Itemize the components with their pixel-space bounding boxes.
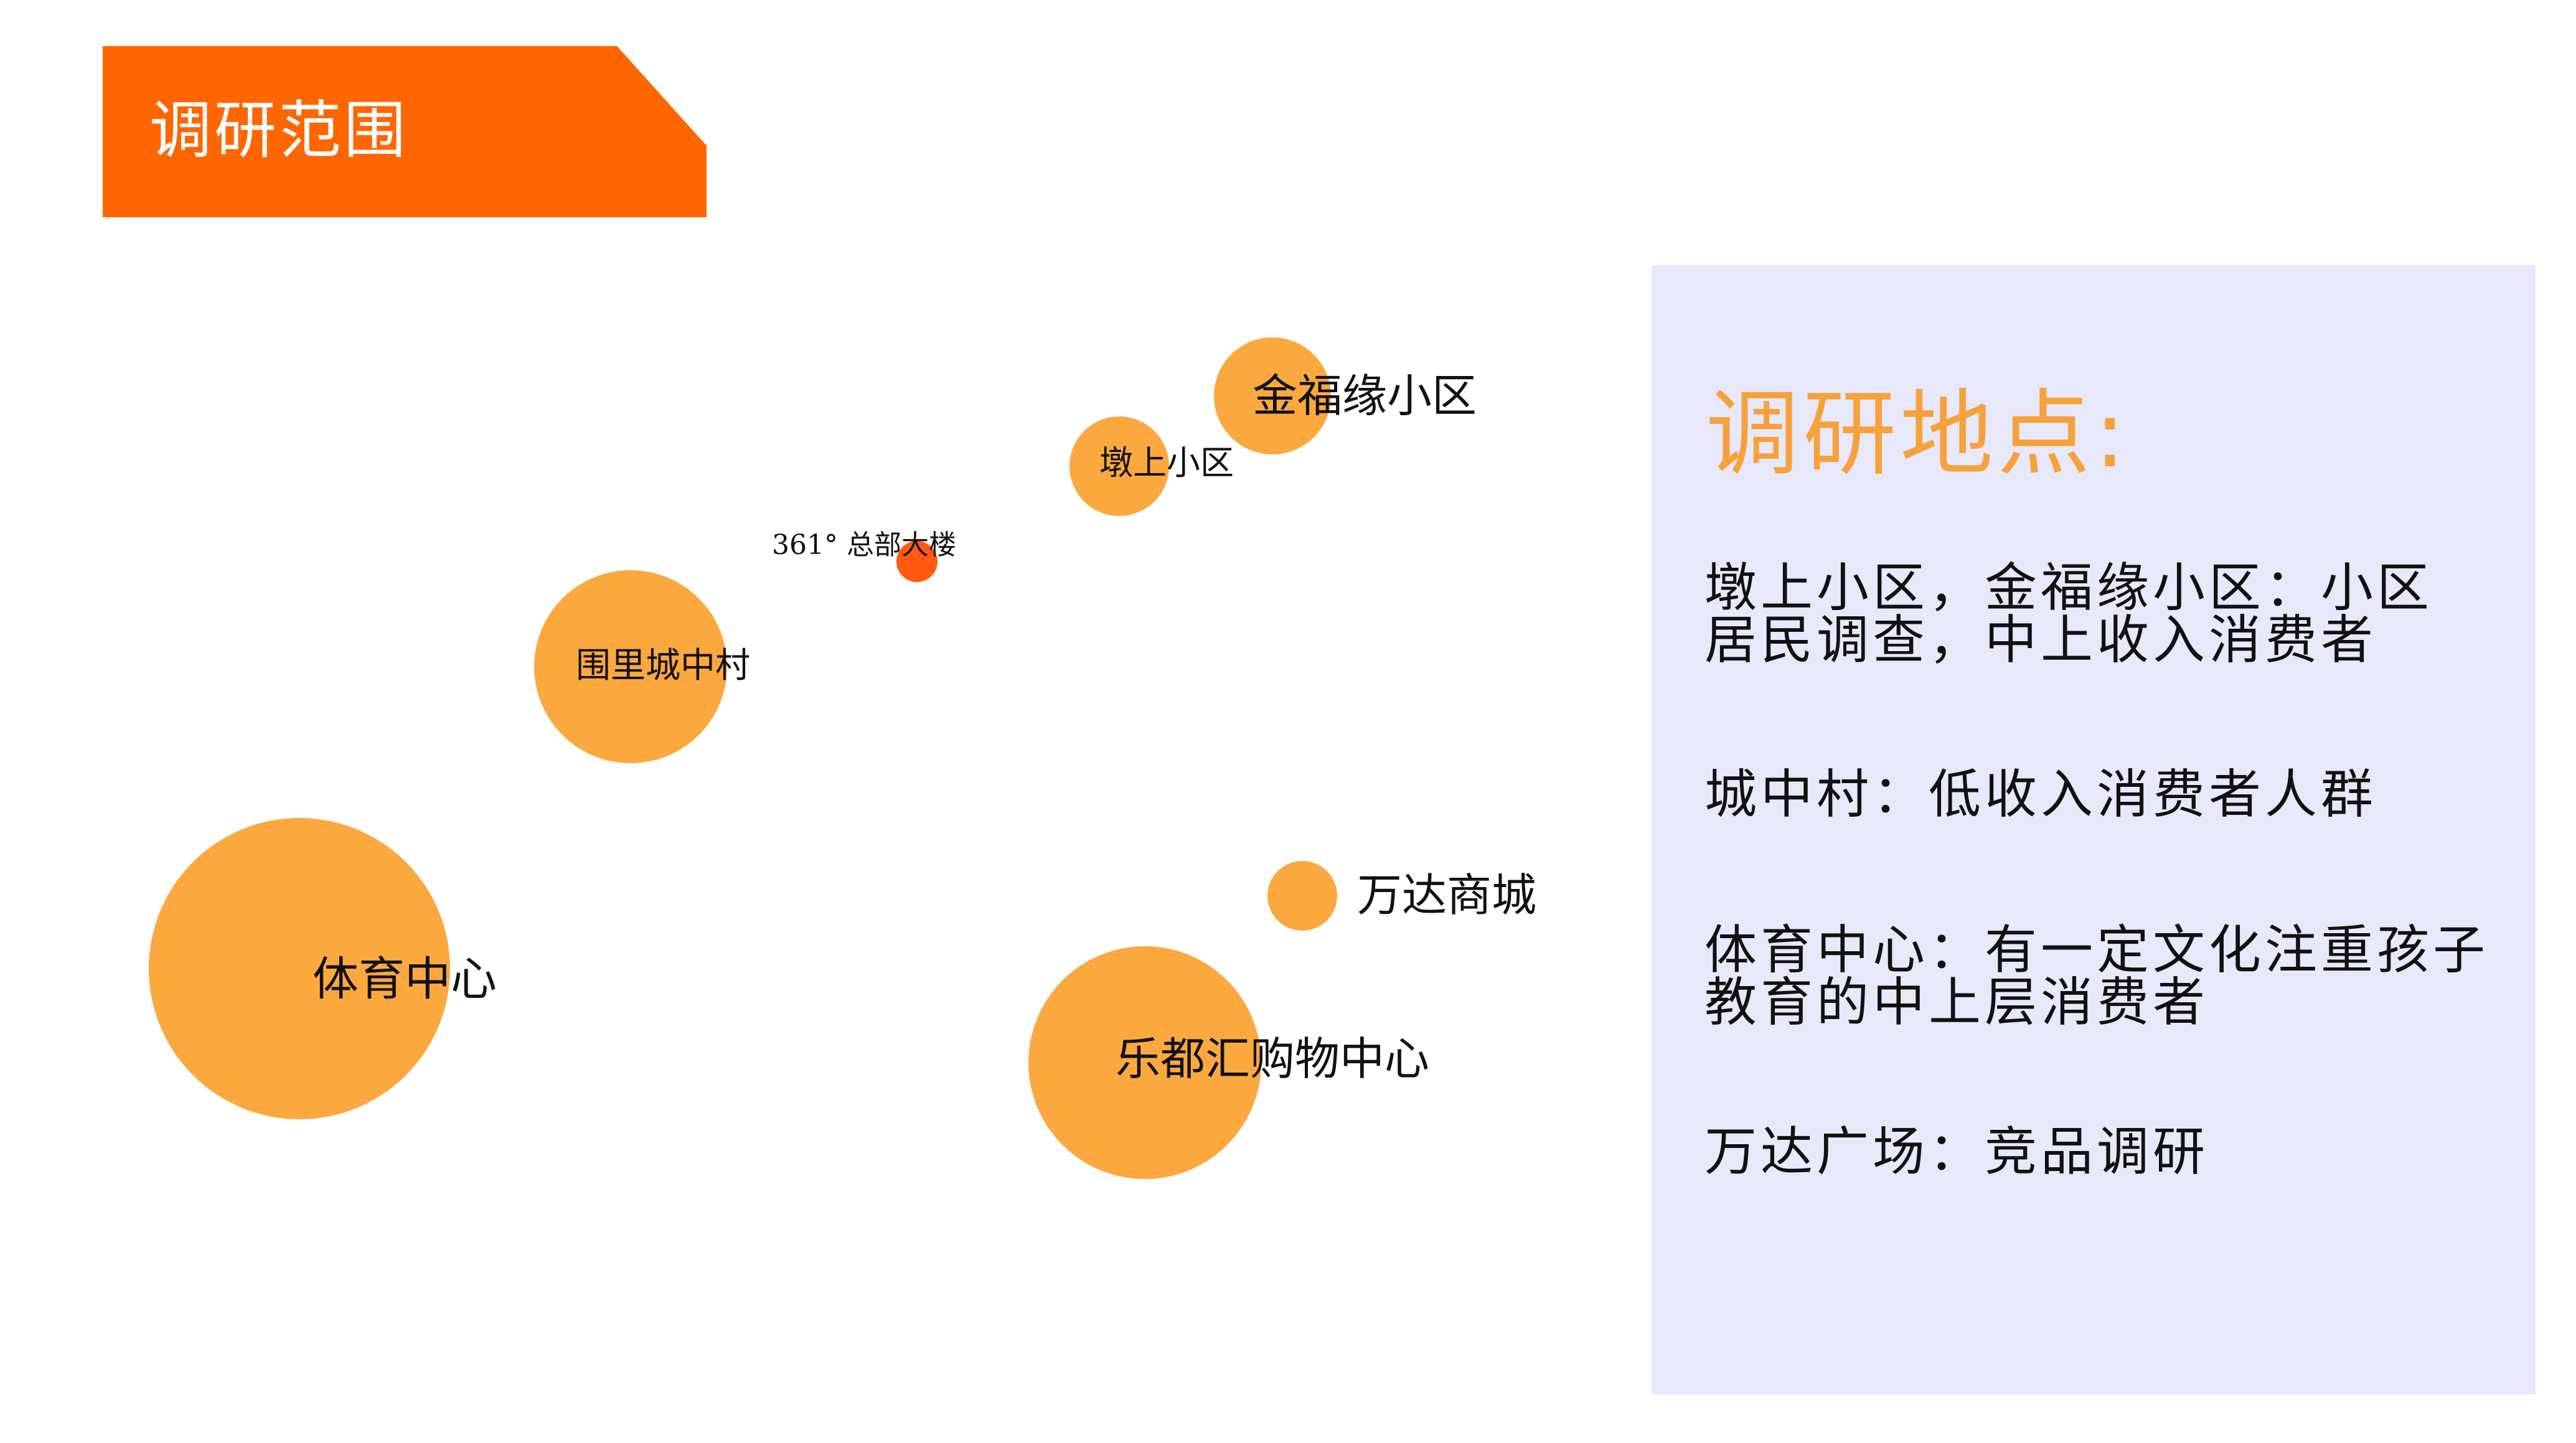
- label-jinfuyuan: 金福缘小区: [1253, 370, 1477, 422]
- bubble-jinfuyuan: [1214, 337, 1331, 454]
- label-weili: 围里城中村: [576, 646, 750, 686]
- info-item: 城中村：低收入消费者人群: [1704, 764, 2377, 825]
- bubble-sports-center: [149, 818, 450, 1119]
- page-title: 调研范围: [149, 94, 408, 167]
- title-banner: [103, 46, 707, 217]
- bubble-wanda: [1267, 861, 1337, 931]
- label-wanda: 万达商城: [1357, 869, 1537, 921]
- bubble-hq: [896, 541, 938, 582]
- label-dunshang: 墩上小区: [1099, 443, 1234, 482]
- info-item: 万达广场：竞品调研: [1704, 1121, 2209, 1182]
- label-sports-center: 体育中心: [313, 952, 497, 1006]
- bubble-leduhui: [1028, 946, 1261, 1179]
- info-item: 墩上小区，金福缘小区：小区 居民调查，中上收入消费者: [1704, 557, 2433, 670]
- label-hq: 361° 总部大楼: [772, 529, 956, 561]
- info-item: 体育中心：有一定文化注重孩子 教育的中上层消费者: [1704, 919, 2489, 1033]
- bubble-dunshang: [1069, 416, 1169, 516]
- info-heading: 调研地点:: [1706, 380, 2130, 489]
- label-leduhui: 乐都汇购物中心: [1116, 1033, 1430, 1085]
- bubble-weili: [534, 570, 727, 763]
- info-panel: [1652, 265, 2536, 1394]
